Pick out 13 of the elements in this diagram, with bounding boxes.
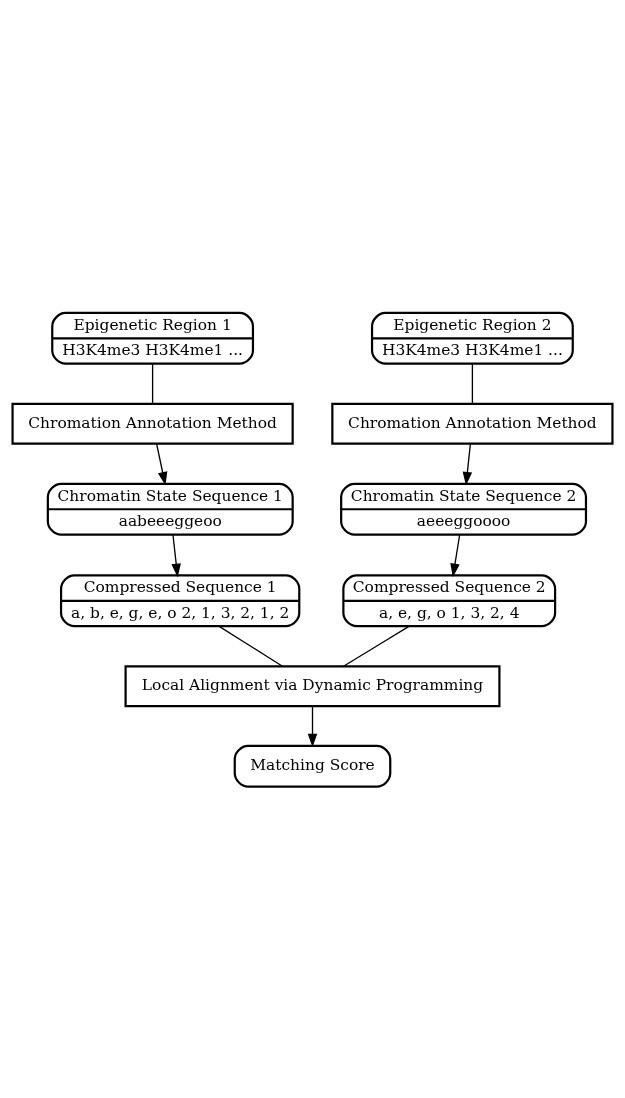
connector	[342, 625, 410, 667]
node-box: Local Alignment via Dynamic Programming	[124, 664, 501, 707]
arrow	[155, 442, 168, 486]
arrow	[462, 442, 473, 486]
arrow	[307, 705, 318, 747]
arrow	[171, 533, 181, 577]
node-box: Chromation Annotation Method	[11, 402, 294, 445]
connector	[151, 362, 154, 404]
node-box: Matching Score	[233, 744, 392, 788]
node-box: Chromation Annotation Method	[331, 402, 614, 445]
connector	[471, 362, 474, 404]
arrow	[450, 533, 461, 577]
connector	[218, 625, 284, 667]
